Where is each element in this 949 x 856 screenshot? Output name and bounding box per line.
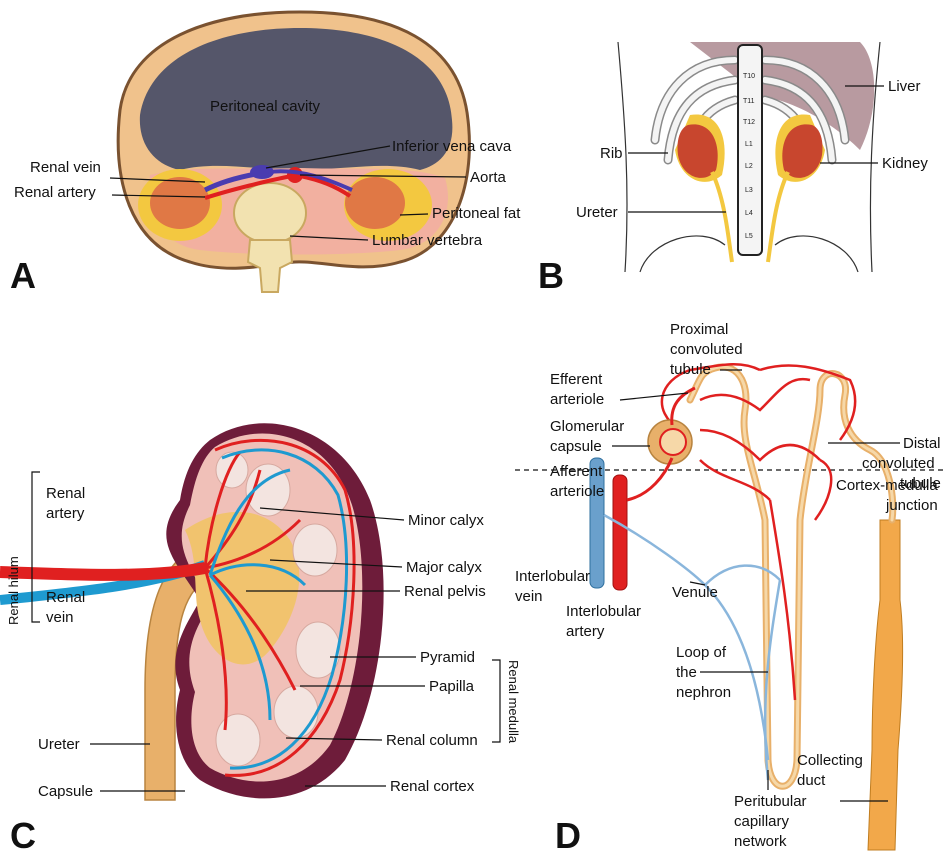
panel-letter-c: C [10,815,36,856]
label-proximal-3: tubule [670,361,711,378]
pelvis-left [640,236,725,272]
label-collecting-2: duct [797,772,826,789]
vertebra-l3: L3 [745,187,753,194]
label-efferent-2: arteriole [550,391,604,408]
label-renal-vein-a: Renal vein [30,159,101,176]
label-papilla: Papilla [429,678,475,695]
label-ureter-c: Ureter [38,736,80,753]
label-cortex-medulla-1: Cortex-medulla [836,477,938,494]
label-glomerular-1: Glomerular [550,418,624,435]
label-cortex-medulla-2: junction [885,497,938,514]
vertebral-body [234,183,306,243]
label-renal-pelvis: Renal pelvis [404,583,486,600]
label-peritoneal-fat: Peritoneal fat [432,205,521,222]
vertebra-l5: L5 [745,233,753,240]
label-loop-1: Loop of [676,644,727,661]
glomerulus [660,429,686,455]
right-ureter-b [768,172,788,262]
label-proximal-1: Proximal [670,321,728,338]
left-kidney-a [150,177,210,229]
label-glomerular-2: capsule [550,438,602,455]
panel-c: Renal hilum Renal artery Renal vein Mino… [0,423,521,856]
label-renal-artery-c-2: artery [46,505,85,522]
label-peritubular-3: network [734,833,787,850]
label-renal-cortex: Renal cortex [390,778,475,795]
label-interlobular-vein-2: vein [515,588,543,605]
label-renal-vein-c-2: vein [46,609,74,626]
label-loop-3: nephron [676,684,731,701]
right-kidney-a [345,177,405,229]
left-ureter-b [712,172,732,262]
label-rib: Rib [600,145,623,162]
panel-letter-d: D [555,815,581,856]
panel-letter-a: A [10,255,36,296]
label-afferent-1: Afferent [550,463,603,480]
label-peritubular-2: capillary [734,813,790,830]
vertebra-t11: T11 [743,98,755,105]
vertebra-l4: L4 [745,210,753,217]
vertebra-l2: L2 [745,163,753,170]
label-ureter-b: Ureter [576,204,618,221]
label-renal-hilum: Renal hilum [6,556,21,625]
label-renal-artery-a: Renal artery [14,184,96,201]
nephron-tubule-inner [690,367,893,786]
panel-d: Proximal convoluted tubule Efferent arte… [515,321,945,856]
pelvis-right [775,236,858,272]
vertebral-process [248,240,292,292]
label-capsule: Capsule [38,783,93,800]
label-pyramid: Pyramid [420,649,475,666]
pyramid-5 [216,714,260,766]
label-interlobular-artery-1: Interlobular [566,603,641,620]
panel-letter-b: B [538,255,564,296]
label-loop-2: the [676,664,697,681]
label-afferent-2: arteriole [550,483,604,500]
vertebra-l1: L1 [745,141,753,148]
label-renal-artery-c-1: Renal [46,485,85,502]
label-inferior-vena-cava: Inferior vena cava [392,138,512,155]
label-distal-2: convoluted [862,455,935,472]
label-liver: Liver [888,78,921,95]
label-kidney: Kidney [882,155,928,172]
label-distal-1: Distal [903,435,941,452]
label-minor-calyx: Minor calyx [408,512,484,529]
panel-b: T10 T11 T12 L1 L2 L3 L4 L5 Liver Rib Kid… [538,42,928,296]
nephron-tubule [690,367,893,786]
pyramid-2 [293,524,337,576]
label-interlobular-vein-1: Interlobular [515,568,590,585]
label-lumbar-vertebra: Lumbar vertebra [372,232,483,249]
vertebra-t10: T10 [743,73,755,80]
pyramid-4 [274,686,318,738]
label-venule: Venule [672,584,718,601]
label-renal-column: Renal column [386,732,478,749]
label-aorta: Aorta [470,169,507,186]
renal-artery-c [0,568,205,575]
label-peritoneal-cavity: Peritoneal cavity [210,98,321,115]
label-proximal-2: convoluted [670,341,743,358]
interlobular-artery-vessel [613,475,627,590]
label-peritubular-1: Peritubular [734,793,807,810]
label-interlobular-artery-2: artery [566,623,605,640]
afferent-arteriole-vessel [627,458,672,500]
label-major-calyx: Major calyx [406,559,482,576]
label-renal-medulla: Renal medulla [506,660,521,744]
label-collecting-1: Collecting [797,752,863,769]
panel-a: Peritoneal cavity Renal vein Renal arter… [10,12,521,296]
pyramid-6 [216,452,248,488]
label-efferent-1: Efferent [550,371,603,388]
bracket-renal-medulla [492,660,500,742]
label-renal-vein-c-1: Renal [46,589,85,606]
vertebra-t12: T12 [743,119,755,126]
